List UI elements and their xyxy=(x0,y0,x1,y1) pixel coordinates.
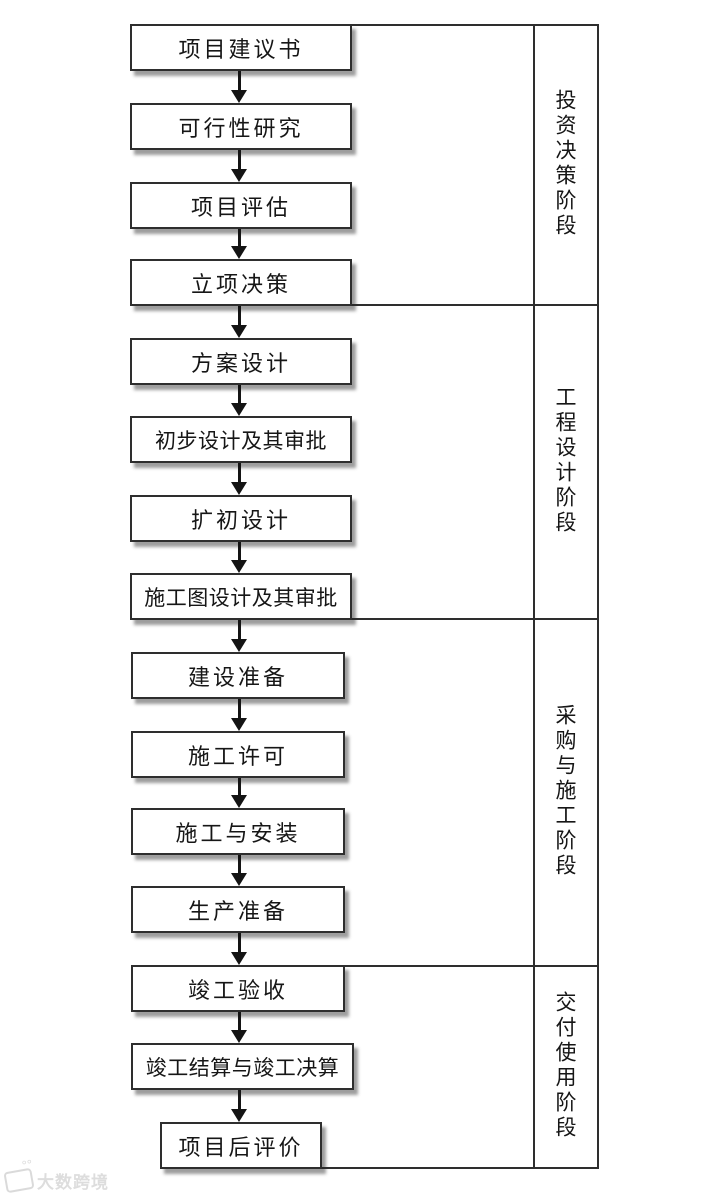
phase-divider-3 xyxy=(344,965,599,967)
arrow-down-icon xyxy=(231,229,248,259)
flow-step-construction-installation: 施工与安装 xyxy=(131,808,345,855)
flow-step-feasibility-study: 可行性研究 xyxy=(130,103,352,150)
phase-column-top-border xyxy=(350,24,599,26)
phase-label-engineering-design: 工程设计阶段 xyxy=(553,386,577,536)
watermark-text: 大数跨境 xyxy=(37,1173,109,1192)
flow-step-completion-acceptance: 竣工验收 xyxy=(131,965,345,1012)
flow-step-production-preparation: 生产准备 xyxy=(131,886,345,933)
phase-label-procurement-construction: 采购与施工阶段 xyxy=(553,704,577,879)
arrow-down-icon xyxy=(231,463,248,495)
phase-column-left-border xyxy=(533,24,535,1169)
arrow-down-icon xyxy=(231,1090,248,1122)
flow-step-project-evaluation: 项目评估 xyxy=(130,182,352,229)
arrow-down-icon xyxy=(231,150,248,182)
flow-step-scheme-design: 方案设计 xyxy=(130,338,352,385)
phase-label-investment-decision: 投资决策阶段 xyxy=(553,89,577,239)
flow-step-expanded-preliminary-design: 扩初设计 xyxy=(130,495,352,542)
flow-step-approval-decision: 立项决策 xyxy=(130,259,352,306)
arrow-down-icon xyxy=(231,1012,248,1043)
arrow-down-icon xyxy=(231,699,248,731)
arrow-down-icon xyxy=(231,778,248,808)
arrow-down-icon xyxy=(231,933,248,965)
arrow-down-icon xyxy=(231,542,248,573)
phase-label-delivery-use: 交付使用阶段 xyxy=(553,991,577,1141)
flow-step-post-project-evaluation: 项目后评价 xyxy=(160,1122,322,1169)
flow-step-construction-preparation: 建设准备 xyxy=(131,652,345,699)
arrow-down-icon xyxy=(231,71,248,103)
arrow-down-icon xyxy=(231,855,248,886)
flow-step-construction-permit: 施工许可 xyxy=(131,731,345,778)
arrow-down-icon xyxy=(231,306,248,338)
flow-step-completion-settlement-final-accounts: 竣工结算与竣工决算 xyxy=(131,1043,354,1090)
phase-column-right-border xyxy=(597,24,599,1169)
phase-column-bottom-border xyxy=(321,1167,599,1169)
flow-step-construction-drawing-design-approval: 施工图设计及其审批 xyxy=(130,573,352,620)
camera-logo-icon xyxy=(3,1167,35,1194)
flow-step-preliminary-design-approval: 初步设计及其审批 xyxy=(130,416,352,463)
flow-step-project-proposal: 项目建议书 xyxy=(130,24,352,71)
phase-divider-1 xyxy=(350,304,599,306)
arrow-down-icon xyxy=(231,620,248,652)
arrow-down-icon xyxy=(231,385,248,416)
watermark: 大数跨境 xyxy=(3,1167,109,1194)
phase-divider-2 xyxy=(350,618,599,620)
